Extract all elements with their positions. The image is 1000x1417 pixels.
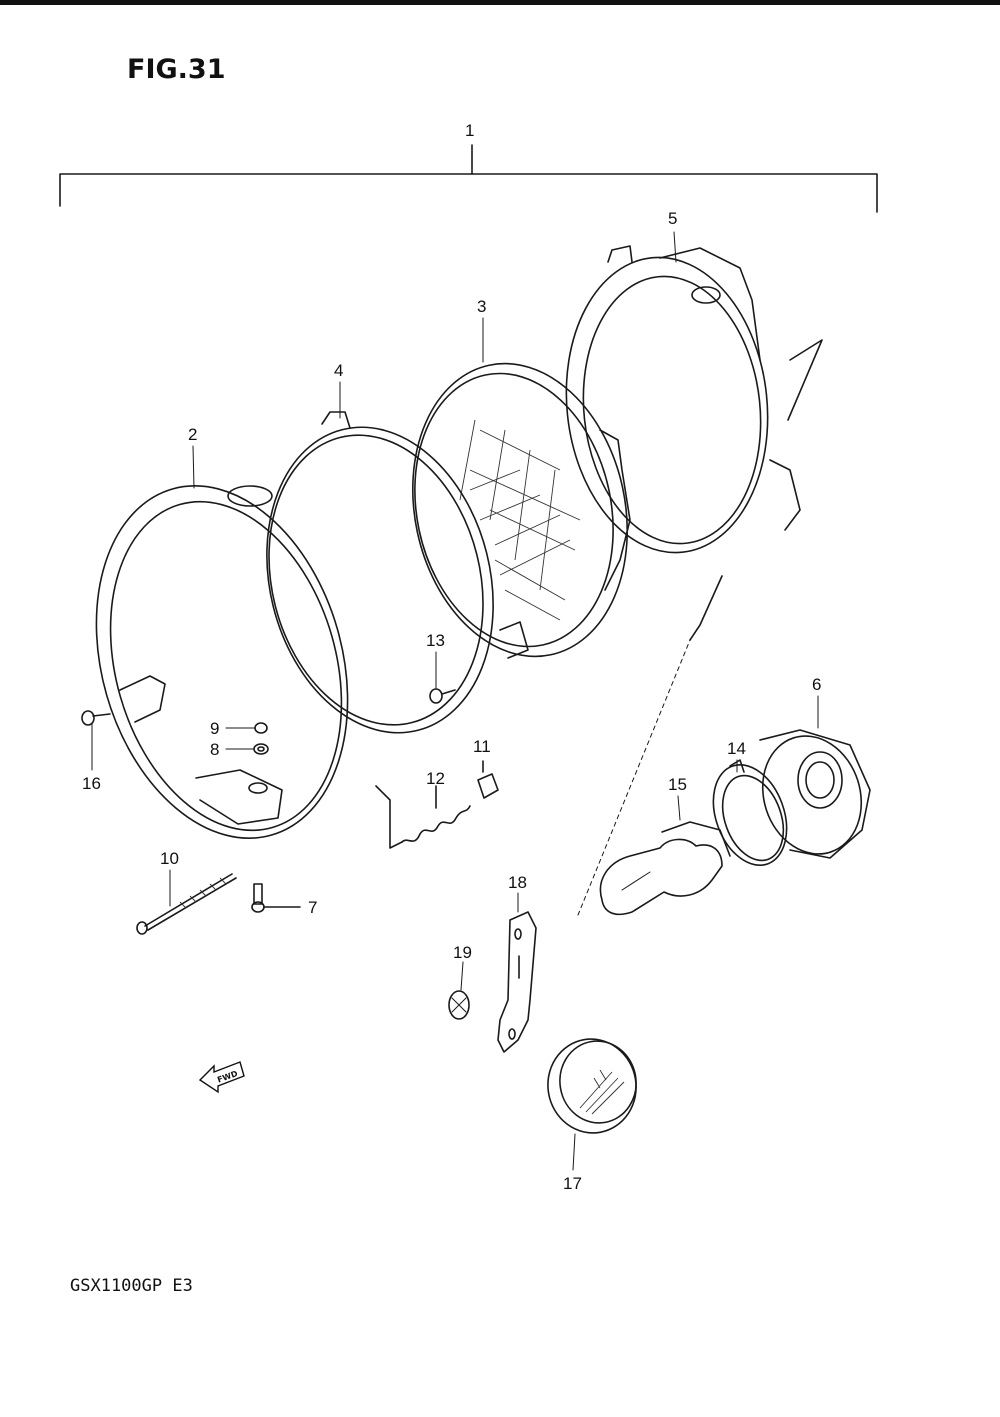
part-6-socket-cover	[759, 729, 871, 859]
part-13-screw	[429, 688, 456, 704]
label-4: 4	[334, 361, 343, 380]
figure-title: FIG.31	[127, 54, 225, 85]
label-18: 18	[508, 873, 527, 892]
label-7: 7	[308, 898, 317, 917]
part-19-grommet	[448, 990, 470, 1020]
fwd-arrow-icon: FWD	[198, 1061, 245, 1094]
label-6: 6	[812, 675, 821, 694]
label-8: 8	[210, 740, 219, 759]
label-14: 14	[727, 739, 746, 758]
label-11: 11	[473, 737, 491, 756]
part-16-screw	[81, 710, 111, 726]
part-5-housing	[565, 245, 823, 641]
label-15: 15	[668, 775, 687, 794]
part-11-clip	[477, 760, 499, 799]
label-1: 1	[465, 121, 474, 140]
label-2: 2	[188, 425, 197, 444]
label-5: 5	[668, 209, 677, 228]
part-18-bracket	[497, 911, 537, 1053]
part-12-spring	[375, 785, 471, 849]
part-2-outer-rim	[95, 485, 349, 839]
label-13: 13	[426, 631, 445, 650]
part-10-bolt	[136, 873, 237, 935]
model-code: GSX1100GP E3	[70, 1276, 193, 1296]
callout-lines	[91, 231, 819, 1171]
label-17: 17	[563, 1174, 582, 1193]
part-4-inner-rim	[266, 411, 494, 734]
part-3-lens-unit	[411, 362, 631, 659]
assembly-bracket	[59, 144, 878, 213]
label-16: 16	[82, 774, 101, 793]
part-14-retainer	[712, 759, 788, 867]
label-12: 12	[426, 769, 445, 788]
label-19: 19	[453, 943, 472, 962]
label-3: 3	[477, 297, 486, 316]
part-7-bolt	[251, 883, 301, 913]
part-15-bulb	[599, 821, 731, 916]
scan-top-edge	[0, 0, 1000, 5]
label-10: 10	[160, 849, 179, 868]
part-9-nut	[254, 722, 268, 734]
label-9: 9	[210, 719, 219, 738]
part-8-washer	[253, 743, 269, 755]
part-17-emblem	[547, 1038, 637, 1134]
